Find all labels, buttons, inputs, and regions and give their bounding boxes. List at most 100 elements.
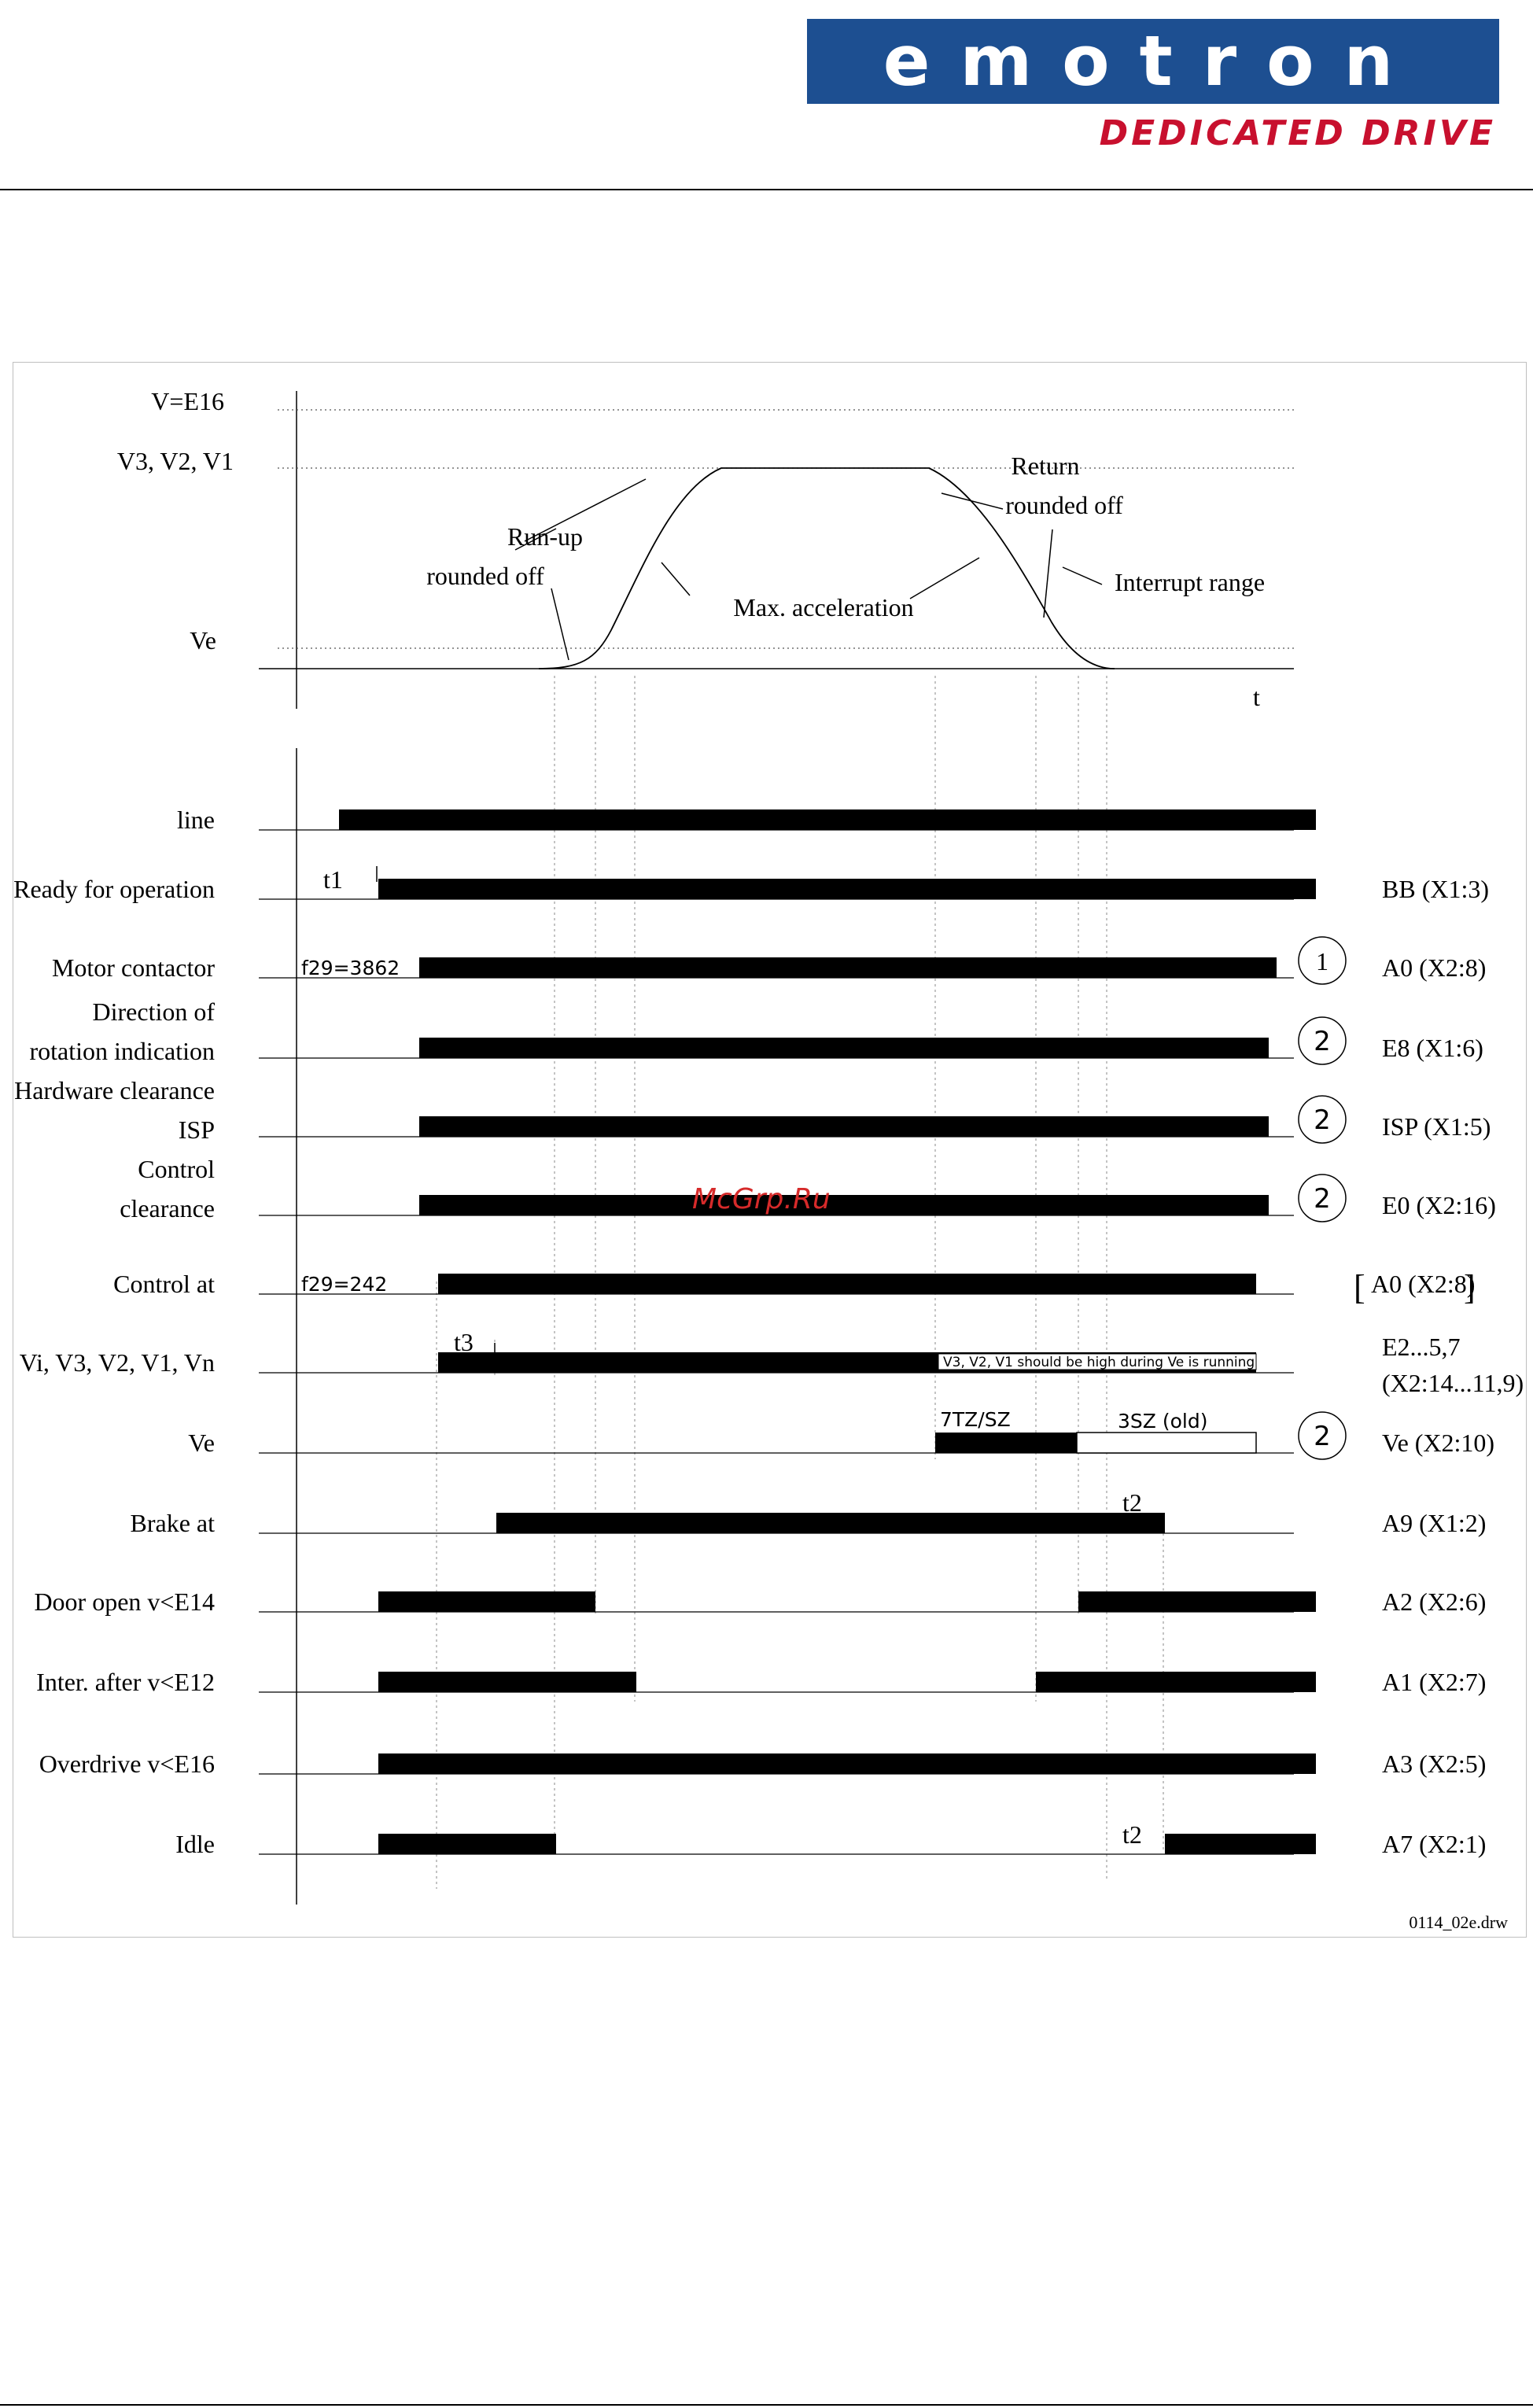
row-7-inner-box: [938, 1353, 1257, 1370]
row-4-ref-circle: [1298, 1095, 1347, 1144]
row-7-inner-note: V3, V2, V1 should be high during Ve is r…: [943, 1355, 1255, 1370]
row-6-label: Control at: [113, 1270, 215, 1298]
row-3-pin: E8 (X1:6): [1382, 1034, 1483, 1062]
row-2-bar-0: [419, 957, 1277, 978]
row-2-label: Motor contactor: [52, 953, 215, 982]
row-6-pin: A0 (X2:8): [1371, 1270, 1475, 1298]
row-12-pin: A3 (X2:5): [1382, 1750, 1486, 1778]
note-return: Return: [1011, 452, 1079, 480]
row-11-label: Inter. after v<E12: [36, 1668, 215, 1696]
row-1-bar-0: [378, 879, 1316, 899]
note-runup-rounded: rounded off: [426, 562, 544, 590]
row-5-bar-0: [419, 1195, 1269, 1215]
row-3-ref-circle: [1298, 1016, 1347, 1065]
row-7-pin: E2...5,7: [1382, 1333, 1461, 1361]
level-label-e16: V=E16: [151, 387, 224, 415]
note-max-acceleration: Max. acceleration: [733, 593, 913, 621]
row-7-pin-line2: (X2:14...11,9): [1382, 1369, 1524, 1397]
note-return-rounded: rounded off: [1005, 491, 1123, 519]
leader-interrupt: [1062, 566, 1103, 585]
time-axis-label: t: [1253, 683, 1260, 711]
row-4-pin: ISP (X1:5): [1382, 1112, 1491, 1141]
row-8-bar-hollow-0: [1076, 1432, 1257, 1454]
row-3-ref-number: 2: [1314, 1026, 1331, 1057]
row-10-pin: A2 (X2:6): [1382, 1588, 1486, 1616]
row-0-label: line: [177, 806, 215, 834]
row-3-label-line2: rotation indication: [30, 1037, 216, 1065]
leader-return-upper: [941, 492, 1004, 510]
row-2-pin: A0 (X2:8): [1382, 953, 1486, 982]
row-13-bar-1: [1165, 1834, 1316, 1854]
row-5-ref-number: 2: [1314, 1183, 1331, 1215]
note-f29-3862: f29=3862: [301, 957, 400, 979]
drawing-id: 0114_02e.drw: [1409, 1912, 1508, 1932]
segment-7tz-sz: 7TZ/SZ: [940, 1408, 1011, 1431]
footer-rule: [0, 2404, 1533, 2406]
row-5-ref-circle: [1298, 1174, 1347, 1222]
row-4-ref-number: 2: [1314, 1104, 1331, 1136]
row-10-bar-0: [378, 1591, 595, 1612]
note-interrupt-range: Interrupt range: [1115, 568, 1265, 596]
watermark: McGrp.Ru: [692, 1183, 831, 1215]
logo-tagline: DEDICATED DRIVE: [1100, 113, 1496, 149]
row-10-label: Door open v<E14: [34, 1588, 215, 1616]
level-label-ve: Ve: [190, 626, 216, 655]
note-runup: Run-up: [507, 522, 583, 551]
row-8-ref-number: 2: [1314, 1421, 1331, 1452]
leader-maxacc-left: [661, 562, 691, 596]
row-8-ref-circle: [1298, 1411, 1347, 1460]
row-5-pin: E0 (X2:16): [1382, 1191, 1496, 1219]
row-11-bar-0: [378, 1672, 636, 1692]
level-label-v3: V3, V2, V1: [117, 447, 234, 475]
row-7-label: Vi, V3, V2, V1, Vn: [20, 1348, 215, 1377]
leader-runup-upper: [514, 528, 557, 551]
speed-curve: [538, 467, 1115, 669]
note-f29-242: f29=242: [301, 1273, 387, 1296]
row-9-label: Brake at: [131, 1509, 216, 1537]
row-13-bar-0: [378, 1834, 556, 1854]
row-10-bar-1: [1078, 1591, 1316, 1612]
row-6-bar-0: [438, 1274, 1256, 1294]
row-4-bar-0: [419, 1116, 1269, 1137]
note-t3: t3: [454, 1328, 474, 1356]
row-5-label-line1: Control: [138, 1155, 215, 1183]
row-8-bar-0: [935, 1433, 1077, 1453]
leader-return-lower: [1043, 529, 1053, 618]
row-6-bracket-close: ]: [1464, 1268, 1476, 1307]
row-8-pin: Ve (X2:10): [1382, 1429, 1494, 1457]
row-12-bar-0: [378, 1753, 1316, 1774]
row-6-bracket-open: [: [1354, 1268, 1365, 1307]
row-9-bar-0: [496, 1513, 1165, 1533]
emotron-logo: emotron DEDICATED DRIVE: [807, 19, 1499, 149]
note-t2-idle: t2: [1122, 1820, 1142, 1849]
row-8-label: Ve: [188, 1429, 215, 1457]
leader-runup-top: [524, 478, 647, 542]
row-12-label: Overdrive v<E16: [39, 1750, 215, 1778]
leader-maxacc-right: [909, 557, 980, 599]
row-1-label: Ready for operation: [13, 875, 215, 903]
row-1-pin: BB (X1:3): [1382, 875, 1489, 903]
row-13-label: Idle: [175, 1830, 215, 1858]
header-rule: [0, 189, 1533, 190]
row-9-pin: A9 (X1:2): [1382, 1509, 1486, 1537]
row-3-label-line1: Direction of: [93, 997, 216, 1026]
row-11-bar-1: [1036, 1672, 1316, 1692]
note-t2-brake: t2: [1122, 1488, 1142, 1517]
row-11-pin: A1 (X2:7): [1382, 1668, 1486, 1696]
note-t1: t1: [323, 865, 343, 894]
row-4-label-line1: Hardware clearance: [14, 1076, 215, 1104]
row-5-label-line2: clearance: [120, 1194, 215, 1222]
row-4-label-line2: ISP: [179, 1115, 215, 1144]
row-2-ref-number: 1: [1316, 947, 1328, 975]
row-3-bar-0: [419, 1038, 1269, 1058]
row-2-ref-circle: [1298, 936, 1347, 985]
row-0-bar-0: [339, 809, 1316, 830]
row-13-pin: A7 (X2:1): [1382, 1830, 1486, 1858]
logo-wordmark: emotron: [883, 20, 1423, 101]
logo-box: [807, 19, 1499, 104]
segment-3sz-old: 3SZ (old): [1118, 1410, 1207, 1433]
